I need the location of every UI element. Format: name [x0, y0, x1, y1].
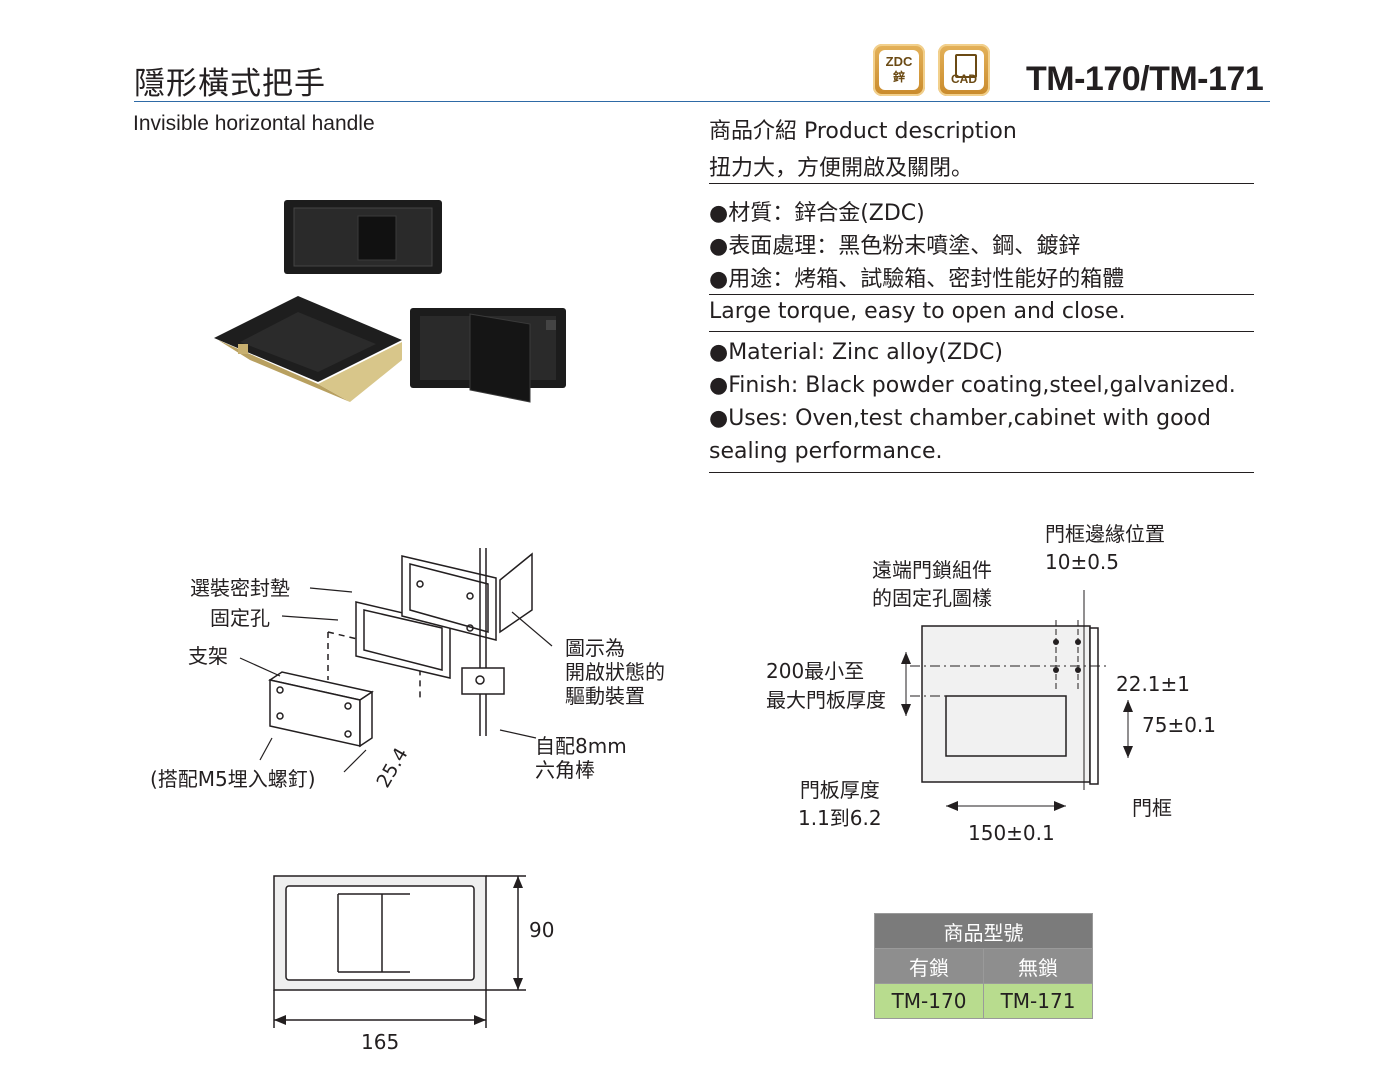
- summary-en: Large torque, easy to open and close.: [709, 299, 1126, 324]
- height-dim: 90: [529, 918, 555, 942]
- screw-label: (搭配M5埋入螺釘): [150, 767, 316, 791]
- product-photo-angled: [214, 296, 402, 402]
- spec-uses-en: ●Uses: Oven,test chamber,cabinet with go…: [709, 406, 1211, 431]
- model-without-lock: TM-171: [983, 983, 1093, 1019]
- model-table: 商品型號 有鎖 無鎖 TM-170 TM-171: [874, 913, 1093, 1019]
- cad-file-icon: CAD: [944, 50, 984, 90]
- open-state-label: 圖示為開啟狀態的驅動裝置: [565, 636, 665, 708]
- spec-material-en: ●Material: Zinc alloy(ZDC): [709, 340, 1003, 365]
- zinc-badge-label: 鋅: [892, 70, 905, 84]
- cad-download-badge[interactable]: CAD: [938, 44, 990, 96]
- zdc-material-badge: ZDC 鋅: [873, 44, 925, 96]
- dim-75: 75±0.1: [1142, 713, 1217, 737]
- gasket-label: 選裝密封墊: [190, 576, 290, 600]
- title-divider: [134, 101, 1270, 102]
- model-number: TM-170/TM-171: [1026, 60, 1264, 98]
- product-photo-open: [410, 308, 566, 403]
- exploded-diagram: 25.4: [239, 548, 553, 792]
- width-dim: 165: [361, 1030, 400, 1054]
- description-heading: 商品介紹 Product description: [709, 119, 1017, 144]
- dim-150: 150±0.1: [968, 821, 1055, 845]
- spec-uses-en-cont: sealing performance.: [709, 439, 943, 464]
- spec-material-cn: ●材質：鋅合金(ZDC): [709, 201, 925, 226]
- product-photos: [214, 200, 566, 403]
- col-with-lock: 有鎖: [874, 948, 984, 984]
- bracket-label: 支架: [188, 644, 228, 668]
- fix-hole-label: 固定孔: [210, 606, 270, 630]
- divider: [709, 331, 1254, 332]
- spec-finish-en: ●Finish: Black powder coating,steel,galv…: [709, 373, 1236, 398]
- divider: [709, 472, 1254, 473]
- zdc-badge-label: ZDC: [885, 54, 913, 69]
- bracket-depth-dim: 25.4: [372, 744, 412, 792]
- model-with-lock: TM-170: [874, 983, 984, 1019]
- model-table-header: 商品型號: [874, 913, 1093, 949]
- door-mounting-diagram: [901, 590, 1133, 811]
- divider: [709, 183, 1254, 184]
- spec-finish-cn: ●表面處理：黑色粉末噴塗、鋼、鍍鋅: [709, 234, 1081, 259]
- cad-badge-label: CAD: [951, 72, 977, 86]
- col-without-lock: 無鎖: [983, 948, 1093, 984]
- spec-uses-cn: ●用途：烤箱、試驗箱、密封性能好的箱體: [709, 267, 1125, 292]
- remote-lock-label: 遠端門鎖組件的固定孔圖樣: [872, 558, 992, 610]
- page-title: 隱形橫式把手: [134, 66, 326, 102]
- page-subtitle: Invisible horizontal handle: [133, 112, 375, 135]
- frame-label: 門框: [1132, 796, 1172, 820]
- product-photo-front: [284, 200, 442, 274]
- thickness-range-label: 200最小至最大門板厚度: [766, 659, 886, 712]
- zdc-material-icon: ZDC 鋅: [879, 50, 919, 90]
- summary-cn: 扭力大，方便開啟及關閉。: [709, 156, 974, 181]
- front-view-drawing: [273, 875, 526, 1028]
- dim-22: 22.1±1: [1116, 672, 1191, 696]
- divider: [709, 294, 1254, 295]
